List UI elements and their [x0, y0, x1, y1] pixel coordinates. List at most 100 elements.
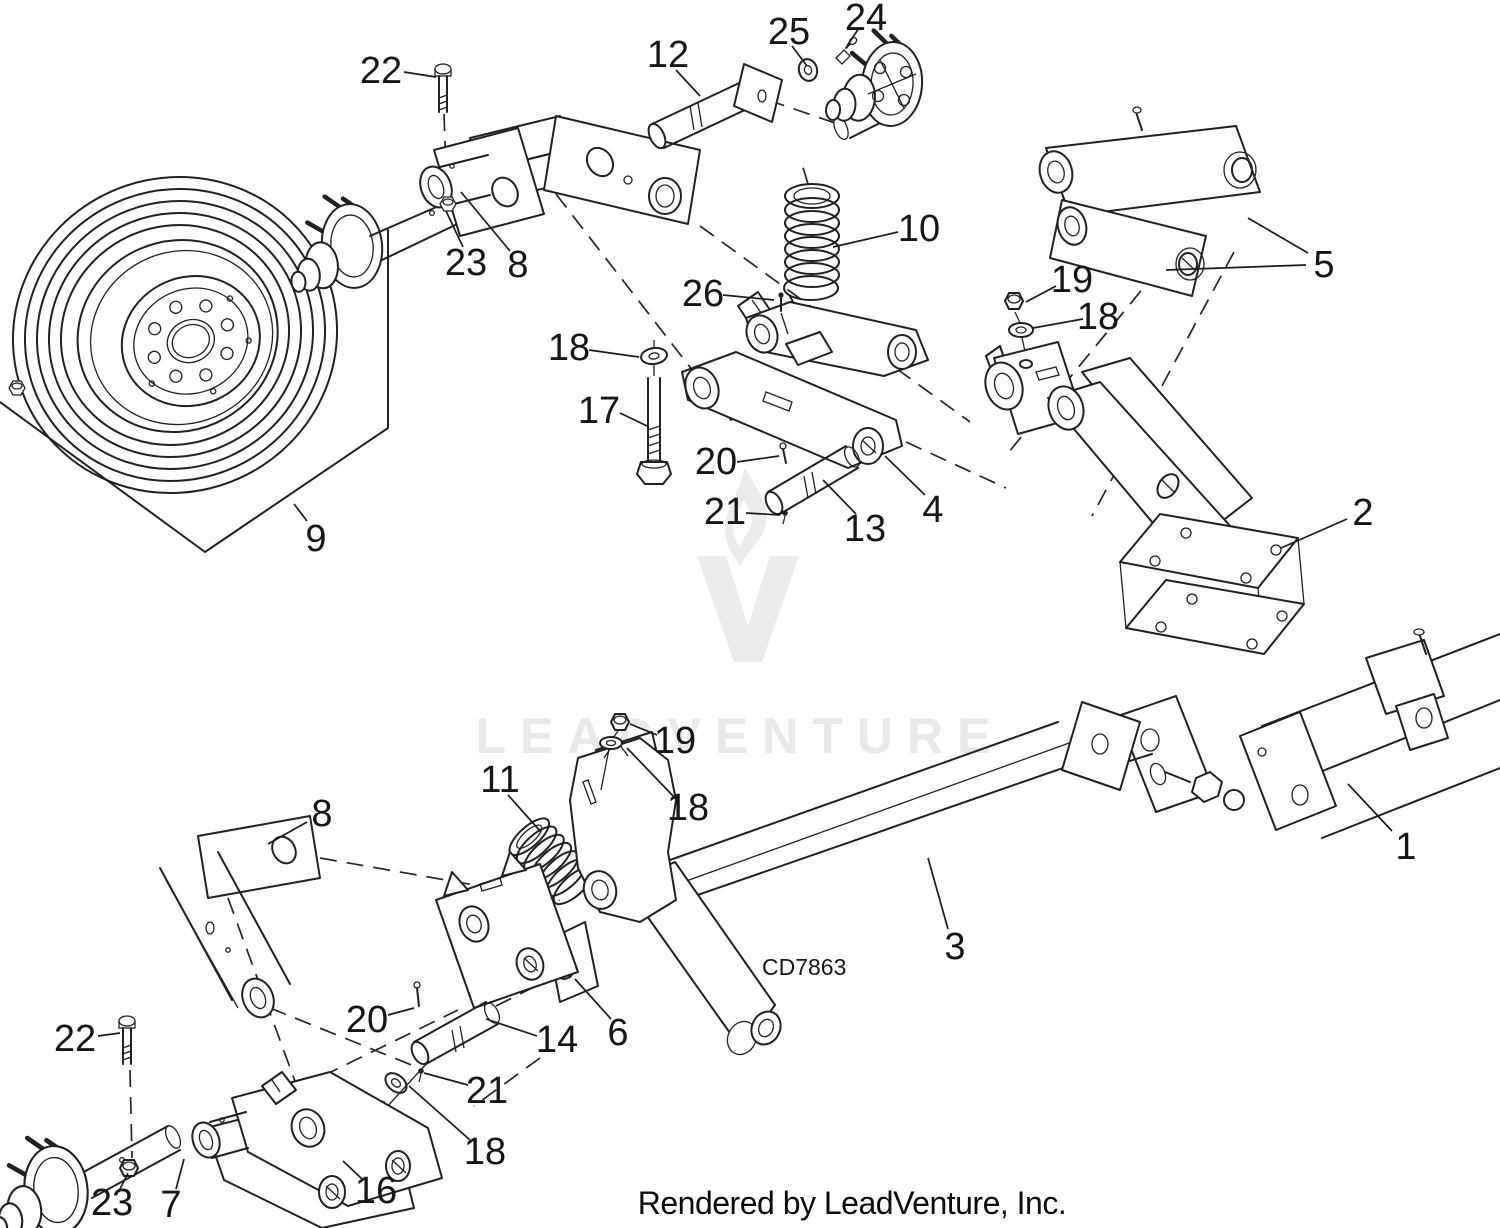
- bolt-17: [636, 377, 672, 485]
- callout-leader-8-lower: [267, 821, 308, 845]
- hub-spoked-top: [825, 28, 925, 141]
- callout-23-upper: 23: [445, 242, 487, 284]
- callout-leader-19-lower: [629, 723, 658, 736]
- receiver-bracket-lower: [159, 815, 321, 1019]
- callout-19-lower: 19: [654, 720, 696, 762]
- callout-leader-23-lower: [118, 1172, 129, 1192]
- caster-mount-arm-2: [984, 341, 1305, 655]
- callout-22-upper: 22: [360, 50, 402, 92]
- hub-spokes: [867, 59, 917, 109]
- hub-bracket-7: [191, 1071, 443, 1228]
- callout-leader-17: [619, 412, 648, 427]
- callout-leader-11: [507, 794, 542, 833]
- callout-26: 26: [682, 273, 724, 315]
- callout-leader-21-upper: [745, 512, 781, 516]
- bolt-22-lower: [118, 1015, 136, 1065]
- callout-leader-1: [1347, 783, 1393, 832]
- nut-23-upper: [439, 196, 457, 212]
- callout-leader-16: [342, 1160, 363, 1180]
- callout-leader-20-upper: [736, 455, 780, 463]
- callout-18-mid: 18: [548, 327, 590, 369]
- callout-18-lower-mid: 18: [667, 787, 709, 829]
- hinge-linkage: [1117, 695, 1245, 813]
- callout-14: 14: [536, 1019, 578, 1061]
- cotter-pin-20-lower: [413, 981, 421, 1007]
- callout-7: 7: [160, 1184, 181, 1226]
- callout-leader-26: [722, 294, 775, 301]
- callout-4: 4: [922, 489, 943, 531]
- wheel-boundary-bracket: [0, 229, 389, 553]
- shank-front-bracket: [435, 851, 579, 1009]
- callout-leader-12: [675, 69, 701, 97]
- callout-20-upper: 20: [695, 441, 737, 483]
- callout-3: 3: [944, 926, 965, 968]
- grease-zerk-24: [835, 36, 858, 65]
- callout-6: 6: [607, 1012, 628, 1054]
- callout-22-lower: 22: [54, 1018, 96, 1060]
- callout-leader-10: [832, 231, 899, 248]
- link-plates-5: [1038, 106, 1261, 297]
- callout-19-upper: 19: [1051, 259, 1093, 301]
- washer-18-mid: [640, 340, 668, 376]
- callout-leader-3: [927, 857, 949, 930]
- callout-17: 17: [578, 390, 620, 432]
- callout-leader-18-lower: [408, 1085, 471, 1141]
- axle-tube-1: [1117, 628, 1500, 839]
- callout-24: 24: [845, 0, 887, 39]
- callout-leader-8-upper: [460, 191, 511, 252]
- callout-leader-5: [1247, 217, 1309, 254]
- drawing-code: CD7863: [762, 954, 846, 980]
- callout-leader-25: [791, 45, 808, 67]
- pivot-pin-12: [647, 63, 783, 150]
- callout-9: 9: [305, 518, 326, 560]
- callout-leader-24: [846, 27, 860, 47]
- callout-21-lower: 21: [466, 1070, 508, 1112]
- callout-leader-14: [485, 1018, 538, 1037]
- callout-leader-18-mid: [588, 349, 640, 358]
- bolt-22-upper: [434, 63, 452, 113]
- callout-leader-23-upper: [445, 210, 464, 248]
- cotter-pin-20-upper: [779, 442, 787, 464]
- roll-pin-26: [778, 292, 789, 335]
- callout-leader-18-upper-right: [1032, 318, 1084, 329]
- callout-18-upper-right: 18: [1077, 296, 1119, 338]
- callout-leader-22-lower: [97, 1032, 121, 1037]
- callout-leader-4: [884, 455, 926, 496]
- callout-23-lower: 23: [91, 1182, 133, 1224]
- callout-25: 25: [768, 11, 810, 53]
- rim-bolt-holes: [147, 295, 252, 395]
- callout-11: 11: [480, 759, 519, 801]
- callout-leader-20-lower: [387, 1007, 415, 1016]
- v-logo-icon: [697, 556, 799, 662]
- callout-leader-21-lower: [423, 1072, 469, 1086]
- callout-1: 1: [1395, 826, 1416, 868]
- pin-21-lower: [418, 1068, 424, 1083]
- washer-18-upper-right: [1008, 311, 1034, 361]
- nut-19-lower: [610, 713, 630, 731]
- callout-18-lower: 18: [464, 1131, 506, 1173]
- callout-leader-9: [293, 503, 308, 522]
- callout-21-upper: 21: [704, 491, 746, 533]
- callout-5: 5: [1313, 244, 1334, 286]
- washer-25: [797, 58, 819, 82]
- nut-19-upper: [1004, 292, 1024, 310]
- callout-8-upper: 8: [507, 244, 528, 286]
- callout-2: 2: [1352, 492, 1373, 534]
- washer-18-lower-mid: [599, 730, 623, 791]
- callout-leader-2: [1280, 518, 1348, 549]
- nut-23-lower: [119, 1159, 139, 1177]
- callout-12: 12: [647, 34, 689, 76]
- callout-10: 10: [898, 208, 940, 250]
- callout-8-lower: 8: [311, 793, 332, 835]
- footer-credit: Rendered by LeadVenture, Inc.: [638, 1185, 1066, 1221]
- pin-21-upper: [782, 510, 788, 525]
- callout-leader-5: [1165, 264, 1307, 271]
- lug-nut: [8, 380, 26, 396]
- callout-leader-13: [822, 479, 857, 515]
- tube-clevis-bracket: [1365, 628, 1449, 751]
- callout-leader-6: [574, 978, 612, 1020]
- callout-leader-22-upper: [403, 71, 437, 78]
